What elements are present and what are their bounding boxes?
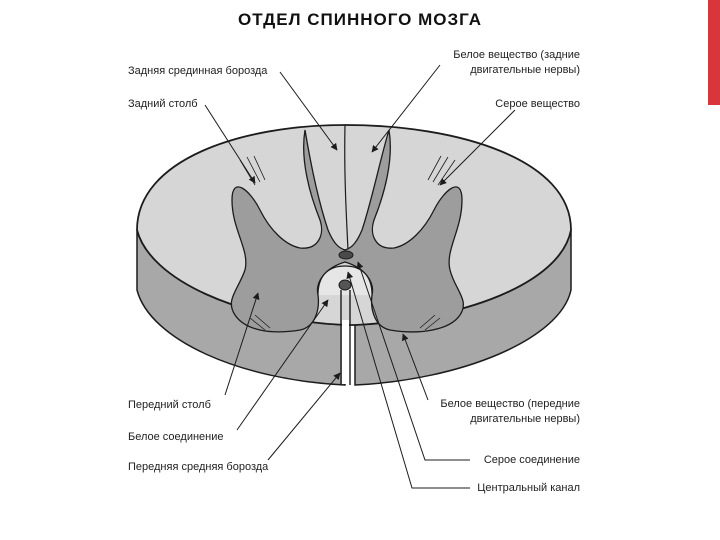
label-grey-commissure: Серое соединение [484, 454, 580, 466]
label-white-matter-posterior-2: двигательные нервы) [470, 64, 580, 76]
label-white-matter-anterior-2: двигательные нервы) [470, 413, 580, 425]
leader-anterior-median-fissure [268, 373, 340, 460]
anterior-median-fissure-top [339, 280, 351, 290]
label-anterior-median-fissure: Передняя средняя борозда [128, 461, 269, 473]
label-white-matter-posterior-1: Белое вещество (задние [453, 49, 580, 61]
label-white-commissure: Белое соединение [128, 431, 224, 443]
label-central-canal: Центральный канал [477, 482, 580, 494]
label-posterior-column: Задний столб [128, 98, 198, 110]
label-anterior-column: Передний столб [128, 399, 211, 411]
label-white-matter-anterior-1: Белое вещество (передние [440, 398, 580, 410]
fissure-gap [342, 320, 349, 384]
central-canal [339, 251, 353, 259]
label-grey-matter: Серое вещество [495, 98, 580, 110]
label-posterior-median-sulcus: Задняя срединная борозда [128, 65, 268, 77]
